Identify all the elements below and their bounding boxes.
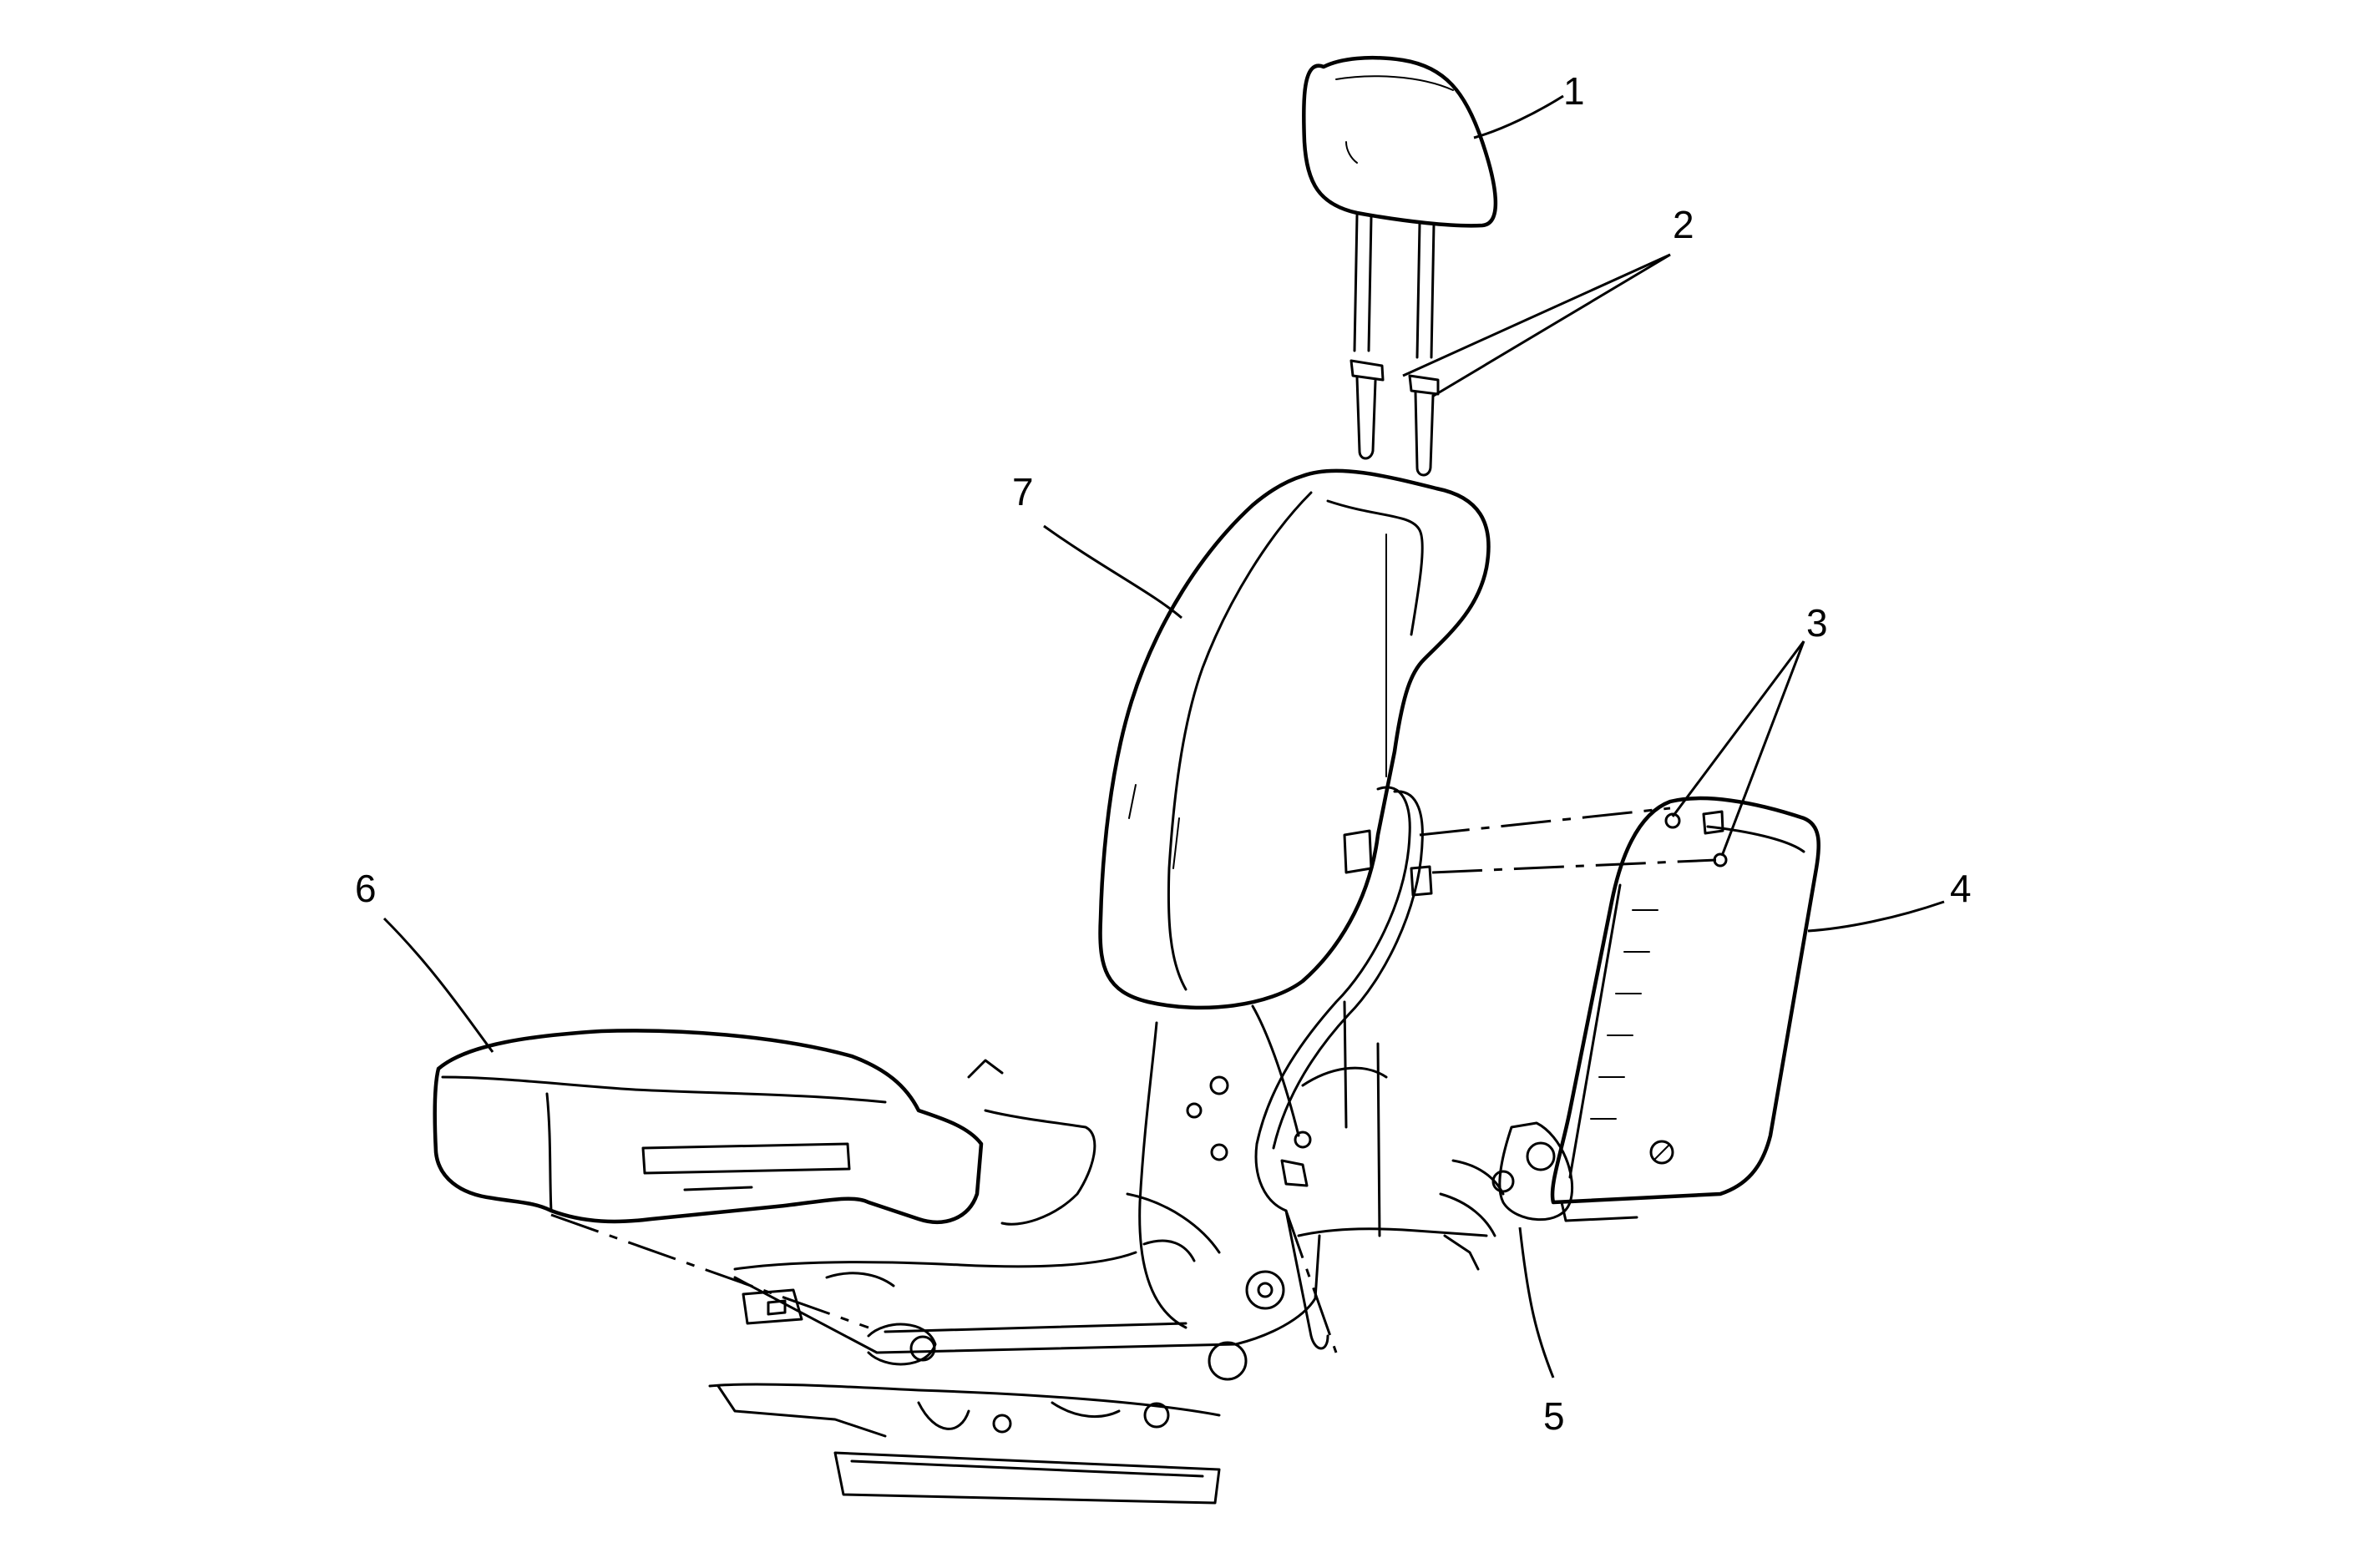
callout-5: 5: [1543, 1394, 1565, 1438]
seat-cushion: [433, 1029, 1096, 1226]
callouts: 1 2 3 4 5 6 7: [355, 69, 1972, 1438]
alignment-lines: [550, 807, 1717, 1353]
callout-7: 7: [1012, 470, 1034, 513]
headrest-guides: [1350, 359, 1440, 477]
seat-back-cushion: [1098, 468, 1491, 1010]
seat-back-frame: [1138, 786, 1488, 1350]
callout-4: 4: [1950, 867, 1972, 910]
seat-frame-track: [708, 1192, 1321, 1505]
callout-6: 6: [355, 867, 377, 910]
callout-3: 3: [1806, 601, 1828, 645]
callout-1: 1: [1563, 69, 1585, 113]
callout-2: 2: [1673, 203, 1694, 246]
seat-back-panel: [1550, 796, 1821, 1222]
recliner-motor: [1439, 1121, 1574, 1271]
headrest: [1301, 55, 1498, 359]
leader-lines: [382, 94, 1945, 1378]
